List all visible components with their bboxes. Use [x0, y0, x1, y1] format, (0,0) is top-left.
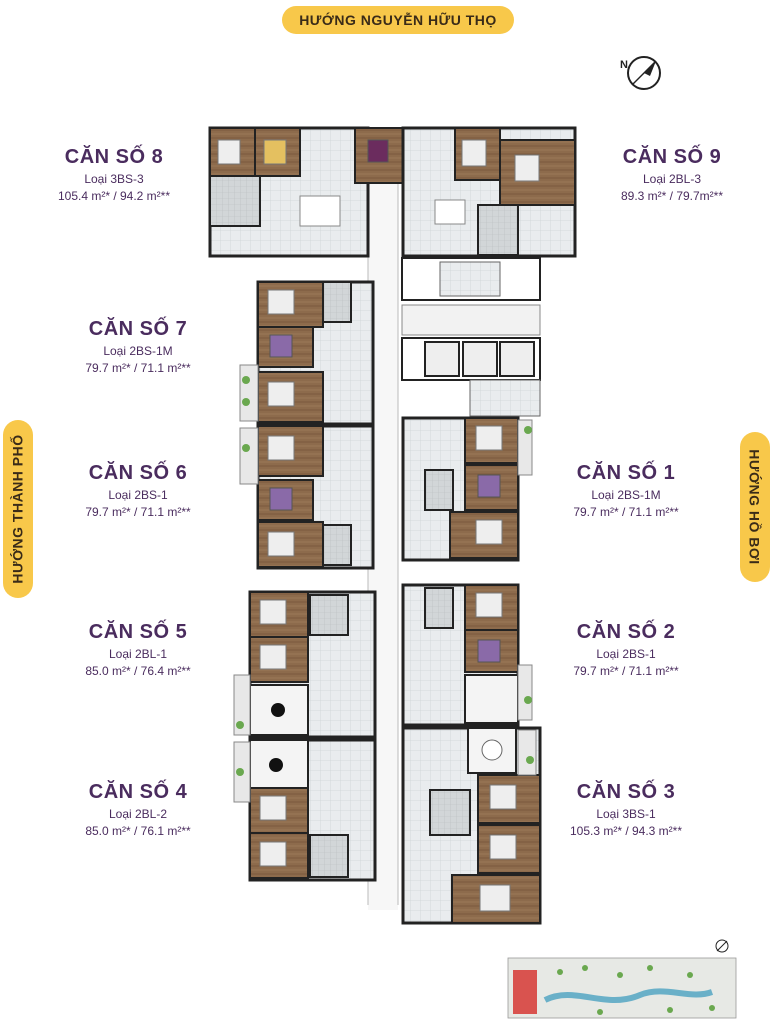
site-plan-thumbnail [507, 957, 737, 1019]
balcony-plants [236, 376, 534, 776]
unit-5-plan [233, 590, 377, 739]
apartment-name: CĂN SỐ 5 [88, 621, 188, 643]
apartment-name: CĂN SỐ 4 [88, 781, 188, 803]
direction-top-label: HƯỚNG NGUYỄN HỮU THỌ [282, 6, 514, 34]
apartment-label-1: CĂN SỐ 1 Loại 2BS-1M 79.7 m²* / 71.1 m²*… [526, 462, 726, 519]
building-core [401, 257, 541, 417]
apartment-type: Loại 2BS-1M [103, 344, 173, 358]
apartment-label-4: CĂN SỐ 4 Loại 2BL-2 85.0 m²* / 76.1 m²** [38, 781, 238, 838]
apartment-area: 79.7 m²* / 71.1 m²** [573, 664, 679, 678]
apartment-name: CĂN SỐ 1 [576, 462, 676, 484]
apartment-area: 79.7 m²* / 71.1 m²** [573, 505, 679, 519]
apartment-area: 89.3 m²* / 79.7m²** [620, 189, 724, 203]
apartment-label-7: CĂN SỐ 7 Loại 2BS-1M 79.7 m²* / 71.1 m²*… [38, 318, 238, 375]
unit-2-plan [401, 583, 533, 727]
apartment-area: 79.7 m²* / 71.1 m²** [85, 361, 191, 375]
apartment-name: CĂN SỐ 9 [622, 146, 722, 168]
apartment-label-2: CĂN SỐ 2 Loại 2BS-1 79.7 m²* / 71.1 m²** [526, 621, 726, 678]
apartment-name: CĂN SỐ 8 [64, 146, 164, 168]
apartment-type: Loại 3BS-1 [596, 807, 656, 821]
direction-top-text: HƯỚNG NGUYỄN HỮU THỌ [299, 12, 497, 28]
unit-6-plan [239, 424, 375, 570]
site-compass-icon [715, 939, 729, 953]
apartment-type: Loại 2BS-1 [596, 647, 656, 661]
apartment-name: CĂN SỐ 3 [576, 781, 676, 803]
compass-icon: N [620, 56, 661, 90]
apartment-type: Loại 2BL-2 [108, 807, 168, 821]
apartment-label-6: CĂN SỐ 6 Loại 2BS-1 79.7 m²* / 71.1 m²** [38, 462, 238, 519]
unit-4-plan [233, 738, 377, 882]
apartment-area: 85.0 m²* / 76.4 m²** [85, 664, 191, 678]
unit-1-plan [401, 416, 533, 562]
apartment-label-3: CĂN SỐ 3 Loại 3BS-1 105.3 m²* / 94.3 m²*… [526, 781, 726, 838]
direction-right-label: HƯỚNG HỒ BƠI [740, 432, 770, 582]
apartment-type: Loại 3BS-3 [84, 172, 144, 186]
apartment-label-8: CĂN SỐ 8 Loại 3BS-3 105.4 m²* / 94.2 m²*… [14, 146, 214, 203]
apartment-type: Loại 2BS-1 [108, 488, 168, 502]
apartment-label-5: CĂN SỐ 5 Loại 2BL-1 85.0 m²* / 76.4 m²** [38, 621, 238, 678]
apartment-type: Loại 2BL-3 [642, 172, 702, 186]
unit-8-plan [208, 126, 406, 258]
unit-7-plan [239, 280, 375, 426]
apartment-area: 105.4 m²* / 94.2 m²** [57, 189, 171, 203]
apartment-name: CĂN SỐ 7 [88, 318, 188, 340]
apartment-label-9: CĂN SỐ 9 Loại 2BL-3 89.3 m²* / 79.7m²** [572, 146, 772, 203]
compass-north-label: N [620, 59, 628, 71]
unit-3-plan [401, 726, 542, 925]
apartment-name: CĂN SỐ 2 [576, 621, 676, 643]
apartment-area: 85.0 m²* / 76.1 m²** [85, 824, 191, 838]
apartment-type: Loại 2BS-1M [591, 488, 661, 502]
apartment-type: Loại 2BL-1 [108, 647, 168, 661]
unit-9-plan [401, 126, 577, 258]
apartment-area: 105.3 m²* / 94.3 m²** [569, 824, 683, 838]
apartment-name: CĂN SỐ 6 [88, 462, 188, 484]
direction-left-label: HƯỚNG THÀNH PHỐ [3, 420, 33, 598]
apartment-area: 79.7 m²* / 71.1 m²** [85, 505, 191, 519]
